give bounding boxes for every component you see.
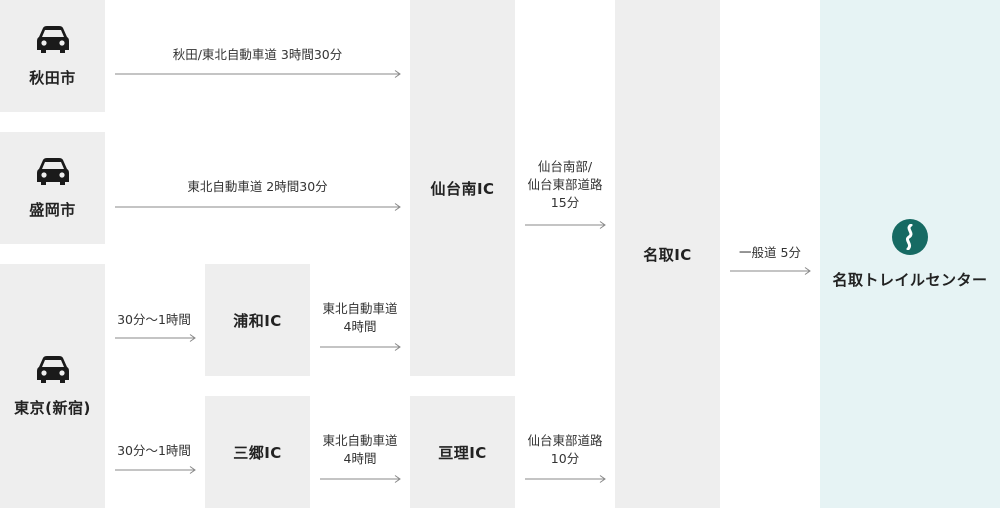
ic-label: 亘理IC [438,443,487,462]
arrow-misato-tohoku [320,475,401,483]
arrow-natori-destination [730,267,811,275]
ic-natori: 名取IC [615,0,720,508]
route-akita: 秋田/東北自動車道 3時間30分 [172,47,343,62]
origin-tokyo: 東京(新宿) [0,264,105,508]
route-tokyo-misato: 30分〜1時間 [117,443,191,458]
ic-watari: 亘理IC [410,396,515,508]
route-tokyo-urawa: 30分〜1時間 [117,312,191,327]
ic-label: 名取IC [643,245,692,264]
ic-urawa: 浦和IC [205,264,310,376]
car-icon [36,355,69,383]
destination-box: 名取トレイルセンター [820,0,1000,508]
arrow-tokyo-misato [115,466,196,474]
route-urawa-tohoku: 東北自動車道 4時間 [322,301,398,334]
ic-label: 浦和IC [233,311,282,330]
origin-label: 盛岡市 [29,200,76,219]
arrow-sendai-minami-natori [525,221,606,229]
arrow-urawa-tohoku [320,343,401,351]
origin-morioka: 盛岡市 [0,132,105,244]
car-icon [36,25,69,53]
route-misato-tohoku: 東北自動車道 4時間 [322,433,398,466]
route-morioka: 東北自動車道 2時間30分 [187,179,328,194]
origin-label: 秋田市 [29,68,76,87]
arrow-akita [115,70,401,78]
ic-label: 三郷IC [233,443,282,462]
trail-center-logo-icon [892,218,928,255]
arrow-tokyo-urawa [115,334,196,342]
arrow-morioka [115,203,401,211]
ic-misato: 三郷IC [205,396,310,508]
destination-label: 名取トレイルセンター [832,270,988,289]
origin-label: 東京(新宿) [14,398,91,417]
ic-label: 仙台南IC [430,179,495,198]
ic-sendai-minami: 仙台南IC [410,0,515,376]
route-natori-destination: 一般道 5分 [739,245,801,260]
route-sendai-minami-natori: 仙台南部/ 仙台東部道路 15分 [527,159,603,210]
route-watari-natori: 仙台東部道路 10分 [527,433,603,466]
arrow-watari-natori [525,475,606,483]
origin-akita: 秋田市 [0,0,105,112]
car-icon [36,157,69,185]
